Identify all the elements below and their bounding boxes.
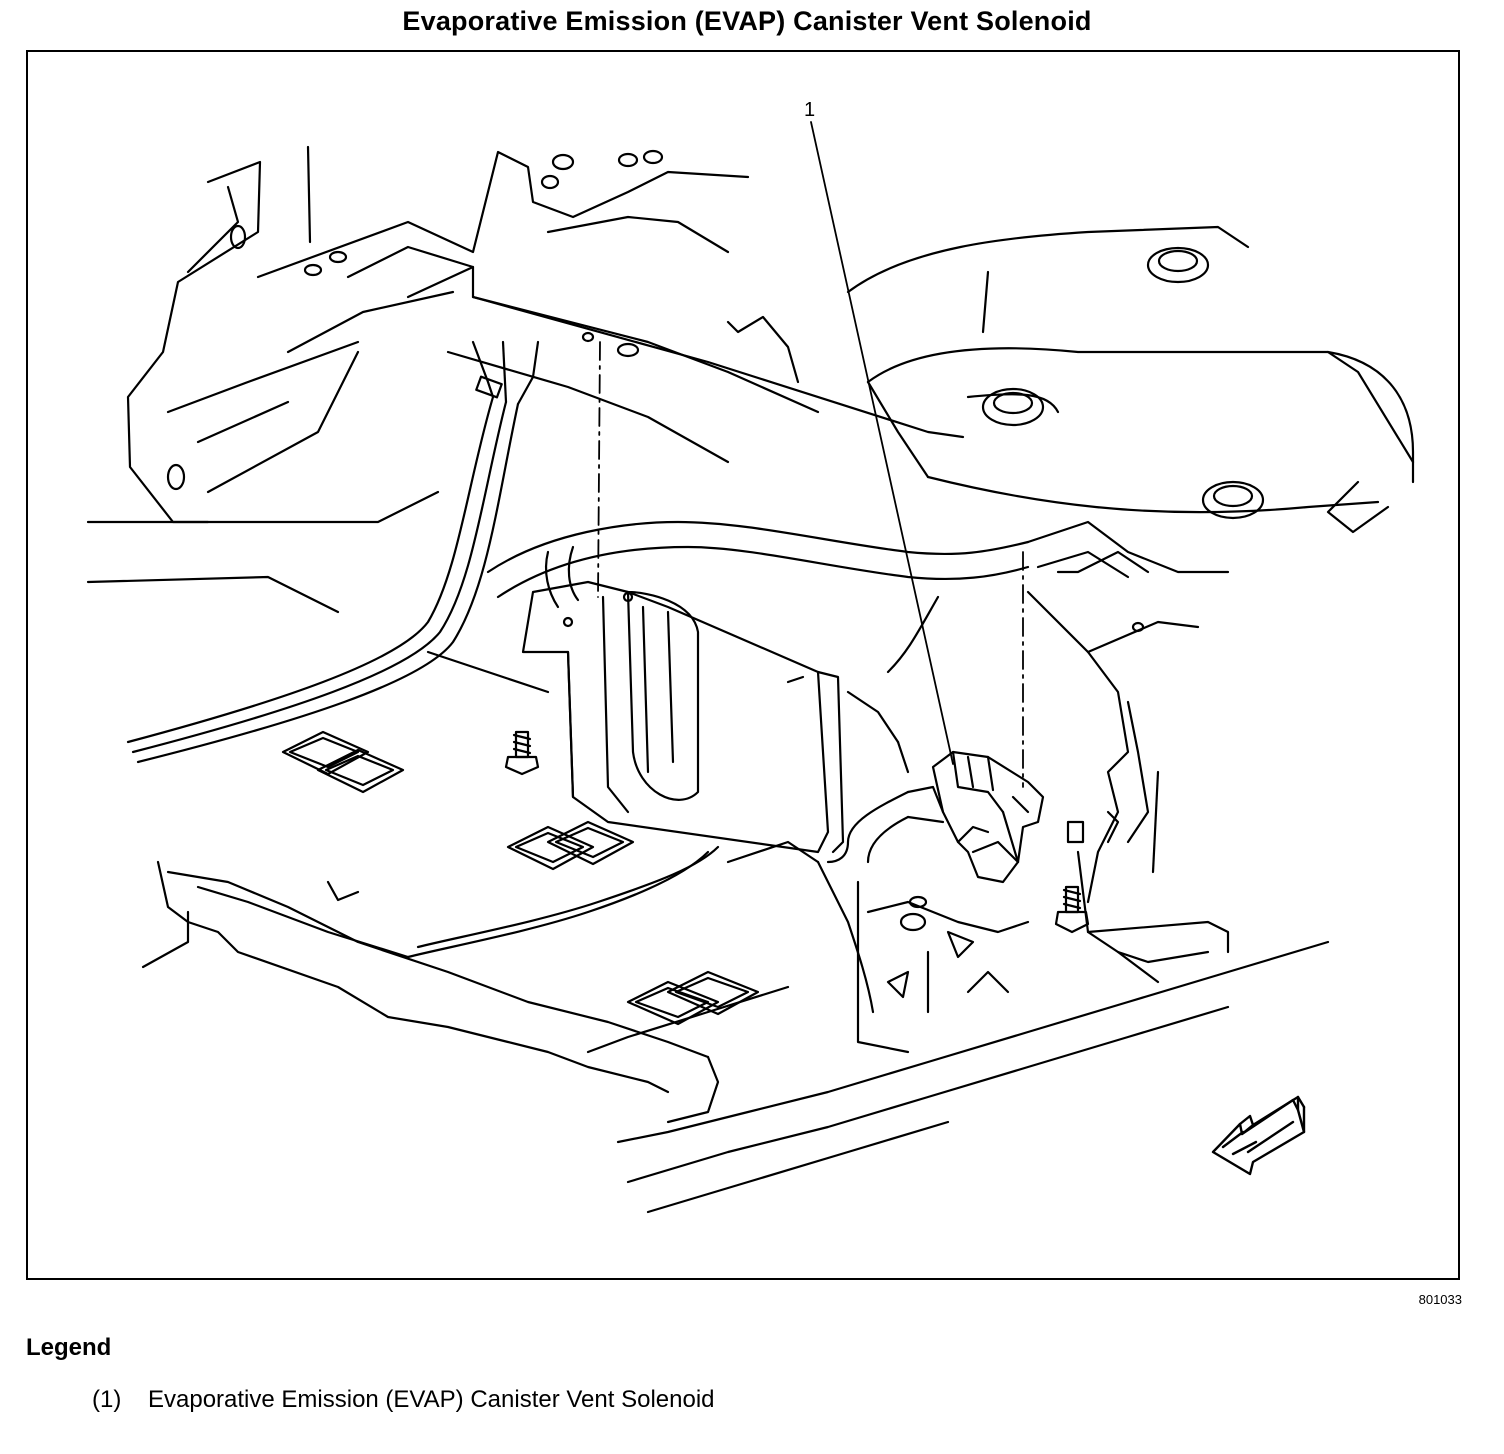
vent-hose [486,520,1230,674]
vent-solenoid [826,750,1045,884]
floor-pan [141,840,1330,1214]
evap-canister [521,580,910,854]
left-rail-panel [86,145,440,524]
right-lower-body [1026,550,1230,984]
callout-1-leader [810,121,954,765]
legend-item-text: Evaporative Emission (EVAP) Canister Ven… [148,1386,715,1413]
legend-item-number: (1) [92,1386,122,1413]
frame-crossmember [256,149,965,464]
illustration-frame: 1 [26,50,1460,1280]
legend-heading: Legend [26,1334,112,1361]
figure-id: 801033 [1418,1292,1462,1307]
fuel-tank-panel [846,225,1415,534]
undercarriage-illustration: 1 [86,99,1415,1214]
canister-bolt [504,730,540,776]
fuel-lines [86,340,550,764]
callout-1-label: 1 [804,99,815,121]
diagram-title: Evaporative Emission (EVAP) Canister Ven… [402,6,1092,36]
floor-ribs [281,730,760,1026]
alignment-lines [597,341,1024,788]
solenoid-bolt [1054,885,1090,934]
forward-direction-arrow-icon [1211,1095,1306,1176]
